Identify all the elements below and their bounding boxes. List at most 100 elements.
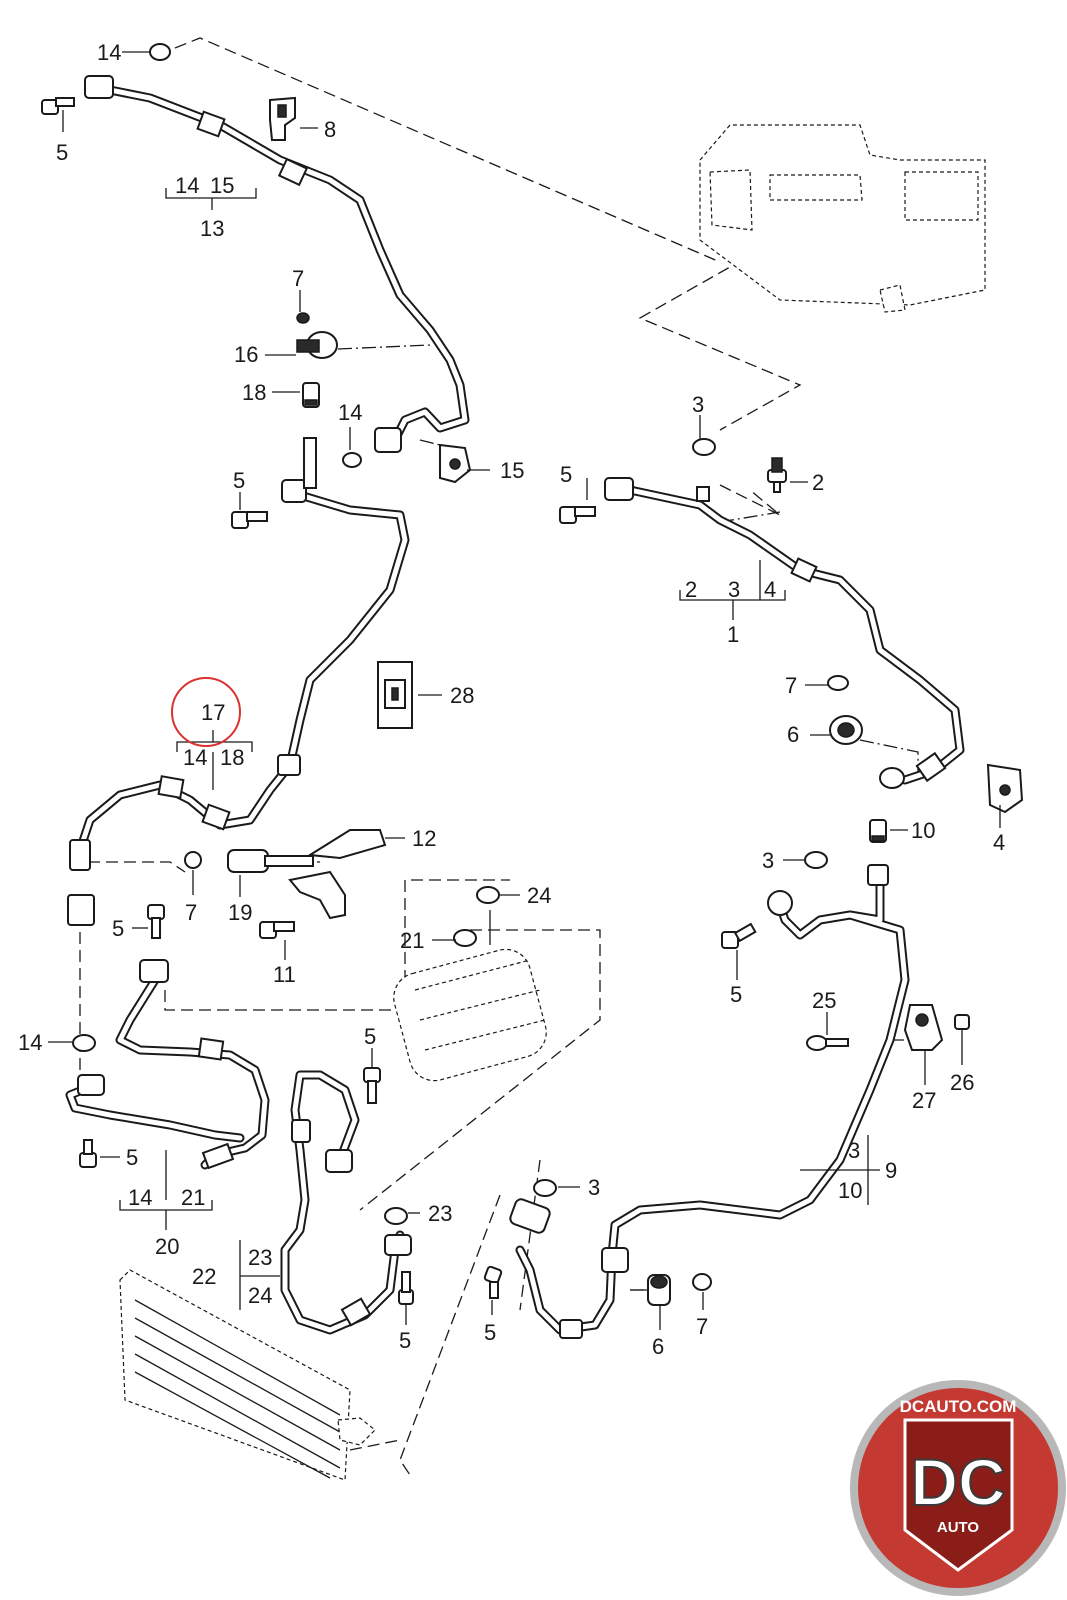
sensor-2 — [767, 457, 787, 493]
bolt-5-f — [398, 1271, 414, 1305]
callout-3: 3 — [848, 1138, 860, 1163]
callout-28: 28 — [450, 683, 474, 708]
clip-8 — [269, 96, 296, 141]
callout-26: 26 — [950, 1070, 974, 1095]
callout-3: 3 — [692, 392, 704, 417]
logo-mark: DC — [910, 1445, 1005, 1519]
o-ring-14-top — [149, 43, 171, 61]
hose-assemblies — [65, 83, 965, 1335]
o-ring-21 — [453, 929, 477, 947]
hose-fittings — [67, 75, 947, 1339]
grommet-6-b — [647, 1274, 671, 1306]
callout-2: 2 — [685, 577, 697, 602]
condenser — [119, 1269, 376, 1481]
logo-shield — [903, 1418, 1014, 1572]
callout-10: 10 — [838, 1178, 862, 1203]
callout-15: 15 — [210, 173, 234, 198]
bracket-12 — [288, 829, 387, 920]
dcauto-logo: DCAUTO.COM DC AUTO — [850, 1380, 1066, 1596]
bolt-5-g — [559, 506, 596, 524]
small-parts — [41, 43, 1024, 1306]
highlight-ring — [171, 677, 241, 747]
callout-24: 24 — [248, 1283, 272, 1308]
clip-7-d — [692, 1273, 712, 1291]
bolt-5-i — [483, 1265, 503, 1299]
callout-6: 6 — [652, 1334, 664, 1359]
callout-23: 23 — [428, 1201, 452, 1226]
callout-5: 5 — [484, 1320, 496, 1345]
o-ring-3-a — [692, 438, 716, 456]
receiver-drier — [393, 948, 547, 1082]
callout-5: 5 — [399, 1328, 411, 1353]
valve-18 — [302, 382, 320, 408]
callout-5: 5 — [56, 140, 68, 165]
clip-7-c — [827, 675, 849, 691]
callout-18: 18 — [220, 745, 244, 770]
valve-10 — [869, 819, 887, 843]
callout-14: 14 — [175, 173, 199, 198]
bolt-5-h — [721, 922, 757, 949]
callout-3: 3 — [588, 1175, 600, 1200]
callout-14: 14 — [183, 745, 207, 770]
clamp-15 — [439, 443, 472, 484]
callout-4: 4 — [764, 577, 776, 602]
callout-7: 7 — [785, 673, 797, 698]
callout-12: 12 — [412, 826, 436, 851]
callout-14: 14 — [338, 400, 362, 425]
stem-pipe-1 — [696, 486, 710, 502]
callout-24: 24 — [527, 883, 551, 908]
callout-5: 5 — [112, 916, 124, 941]
callout-5: 5 — [126, 1145, 138, 1170]
callout-15: 15 — [500, 458, 524, 483]
callout-23: 23 — [248, 1245, 272, 1270]
callout-22: 22 — [192, 1264, 216, 1289]
bolt-11 — [259, 921, 295, 939]
callout-9: 9 — [885, 1158, 897, 1183]
callout-3: 3 — [728, 577, 740, 602]
stem-18 — [303, 437, 317, 489]
callout-25: 25 — [812, 988, 836, 1013]
callout-5: 5 — [730, 982, 742, 1007]
callout-4: 4 — [993, 830, 1005, 855]
bolt-5-b — [231, 511, 268, 529]
o-ring-3-c — [533, 1179, 557, 1197]
callout-8: 8 — [324, 117, 336, 142]
bolt-5-top — [41, 97, 75, 115]
logo-top-text: DCAUTO.COM — [900, 1397, 1017, 1416]
callout-2: 2 — [812, 470, 824, 495]
evaporator-housing — [699, 124, 986, 313]
callout-1: 1 — [727, 622, 739, 647]
o-ring-23 — [384, 1207, 408, 1225]
bolt-5-e — [363, 1067, 381, 1104]
callout-21: 21 — [400, 928, 424, 953]
callout-5: 5 — [560, 462, 572, 487]
callout-14: 14 — [18, 1030, 42, 1055]
o-ring-14-low — [72, 1034, 96, 1052]
grommet-6-a — [829, 715, 863, 745]
callout-7: 7 — [696, 1314, 708, 1339]
o-ring-14-mid — [342, 452, 362, 468]
callouts: 14 5 8 14 15 13 7 16 18 14 15 5 17 14 18… — [18, 40, 1005, 1359]
callout-16: 16 — [234, 342, 258, 367]
bolt-5-c — [147, 904, 165, 939]
bolt-5-d — [79, 1139, 97, 1168]
callout-5: 5 — [233, 468, 245, 493]
callout-18: 18 — [242, 380, 266, 405]
o-ring-24 — [476, 886, 500, 904]
callout-11: 11 — [273, 962, 296, 987]
callout-7: 7 — [185, 900, 197, 925]
clip-7-b — [184, 851, 202, 869]
bracket-lines — [48, 51, 1001, 1330]
callout-5: 5 — [364, 1024, 376, 1049]
bracket-28 — [377, 661, 413, 729]
callout-14: 14 — [97, 40, 121, 65]
callout-10: 10 — [911, 818, 935, 843]
clamp-27 — [903, 1004, 944, 1051]
screw-25 — [806, 1035, 849, 1051]
clamp-19 — [227, 849, 314, 873]
nut-26 — [954, 1014, 970, 1030]
callout-14: 14 — [128, 1185, 152, 1210]
callout-7: 7 — [292, 266, 304, 291]
callout-3: 3 — [762, 848, 774, 873]
